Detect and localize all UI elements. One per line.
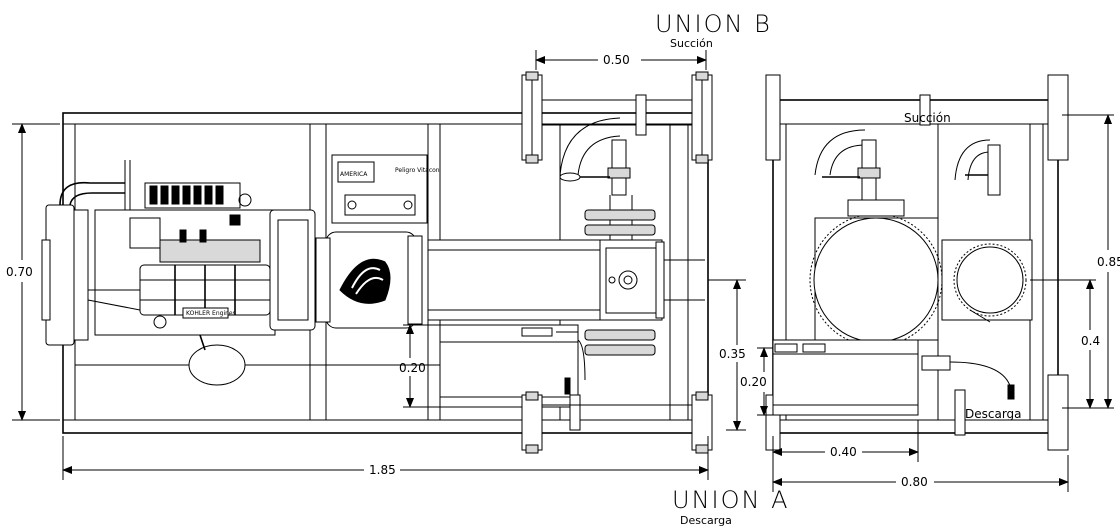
- engine-brand-label: KOHLER Engines: [186, 310, 236, 317]
- plan-view: AMERICA Peligro Vitacon: [41, 71, 713, 454]
- end-view: [765, 74, 1069, 451]
- suction-flange-right: [691, 71, 713, 164]
- engine-block: KOHLER Engines: [41, 160, 316, 386]
- discharge-flange-left: [521, 391, 543, 454]
- dim-035: 0.35: [719, 347, 746, 361]
- dimension-lines: 0.50 0.70 1.85 0.20 0.35 0.20: [6, 50, 1120, 492]
- dim-020-right: 0.20: [740, 375, 767, 389]
- union-b-title: UNION B: [655, 10, 772, 38]
- gear-housing: [809, 199, 943, 347]
- discharge-flange-right: [691, 391, 713, 454]
- dim-085: 0.85: [1097, 255, 1120, 269]
- bell-housing: [315, 231, 423, 329]
- battery-box: [439, 324, 586, 408]
- dim-185: 1.85: [369, 463, 396, 477]
- dim-050: 0.50: [603, 53, 630, 67]
- suction-flange-left: [521, 71, 543, 164]
- battery-box-right: [772, 353, 1015, 416]
- dim-080: 0.80: [901, 475, 928, 489]
- dim-040-bottom: 0.40: [830, 445, 857, 459]
- succion-side-label: Succión: [904, 111, 951, 125]
- dim-070: 0.70: [6, 265, 33, 279]
- pump-placard: AMERICA Peligro Vitacon: [331, 154, 440, 224]
- end-frame: [772, 99, 1059, 434]
- small-pump-housing: [941, 239, 1033, 323]
- dim-04-vertical: 0.4: [1081, 334, 1100, 348]
- union-a-subtitle: Descarga: [680, 514, 732, 527]
- pump-plate-label: Peligro Vitacon: [395, 167, 440, 174]
- union-b-subtitle: Succión: [670, 37, 713, 50]
- pump-body: [599, 239, 705, 321]
- union-a-title: UNION A: [672, 486, 790, 514]
- pump-brand-label: AMERICA: [340, 171, 368, 178]
- descarga-side-label: Descarga: [965, 407, 1022, 421]
- dim-020-left: 0.20: [399, 361, 426, 375]
